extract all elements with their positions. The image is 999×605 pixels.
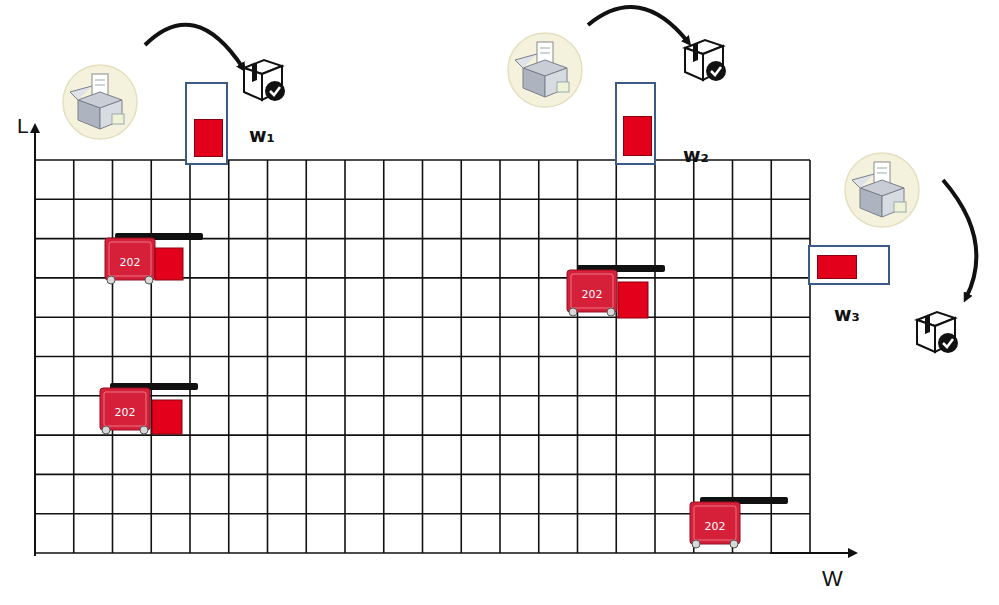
workstation-box: w₁ — [185, 82, 228, 165]
workstation-label: w₁ — [249, 124, 275, 146]
cargo-block — [194, 119, 223, 157]
robot-id: 202 — [115, 406, 136, 419]
robot-id: 202 — [705, 520, 726, 533]
workstation-box: w₂ — [615, 82, 656, 165]
axis-label: L — [17, 114, 29, 138]
workstation-label: w₃ — [834, 303, 860, 325]
workstation-box: w₃ — [808, 245, 890, 285]
robot-id: 202 — [120, 256, 141, 269]
robot-id: 202 — [582, 288, 603, 301]
axis-label: W — [822, 566, 843, 592]
cargo-block — [623, 116, 652, 156]
workstation-label: w₂ — [683, 144, 709, 166]
cargo-block — [817, 255, 857, 279]
